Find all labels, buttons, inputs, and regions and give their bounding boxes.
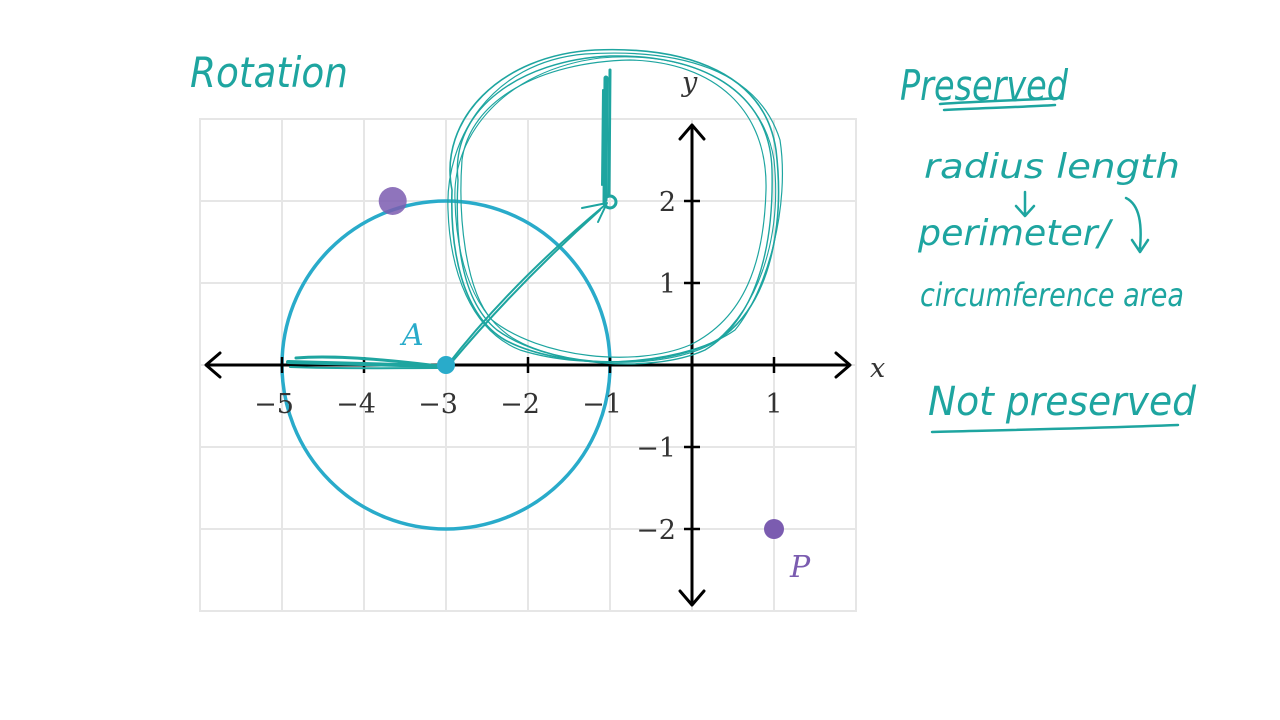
point-a-label: A [399,318,424,353]
x-axis-arrow-left-icon [204,351,222,379]
x-tick-label: 1 [765,389,782,420]
notes-panel: Preserved radius length perimeter/ circu… [900,61,1197,434]
x-tick-label: −3 [418,389,458,420]
down-arrow-icon [1014,190,1036,218]
drag-point[interactable] [378,187,407,215]
x-tick-label: −4 [336,389,376,420]
x-tick-label: −5 [254,389,294,420]
handdrawn-original-radius [286,355,442,370]
x-tick-label: −2 [500,389,540,420]
radius-length-text: radius length [924,147,1180,187]
coordinate-graph: −5 −4 −3 −2 −1 1 2 1 −1 −2 x y A [199,48,885,612]
y-axis-arrow-down-icon [678,589,706,607]
point-p [764,519,784,539]
circumference-area-text: circumference area [920,276,1184,314]
y-tick-label: −1 [636,433,676,464]
point-a [437,356,455,374]
x-axis-arrow-right-icon [834,351,852,379]
preserved-underline [938,96,1062,112]
title-rotation: Rotation [190,48,348,97]
point-p-label: P [789,550,811,585]
y-axis-arrow-up-icon [678,123,706,141]
y-tick-label: 1 [659,269,676,300]
handdrawn-rotation-arrow [445,202,608,368]
handdrawn-rotated-radius [601,68,618,210]
tick-labels: −5 −4 −3 −2 −1 1 2 1 −1 −2 [254,187,783,546]
perimeter-text: perimeter/ [917,213,1114,254]
curved-down-arrow-icon [1124,196,1150,254]
x-axis-label: x [870,353,885,384]
y-tick-label: 2 [659,187,676,218]
y-axis-label: y [681,67,698,98]
x-tick-label: −1 [582,389,622,420]
not-preserved-underline [930,423,1180,434]
y-tick-label: −2 [636,515,676,546]
not-preserved-heading: Not preserved [928,379,1197,425]
handdrawn-rotated-circle [447,48,783,365]
